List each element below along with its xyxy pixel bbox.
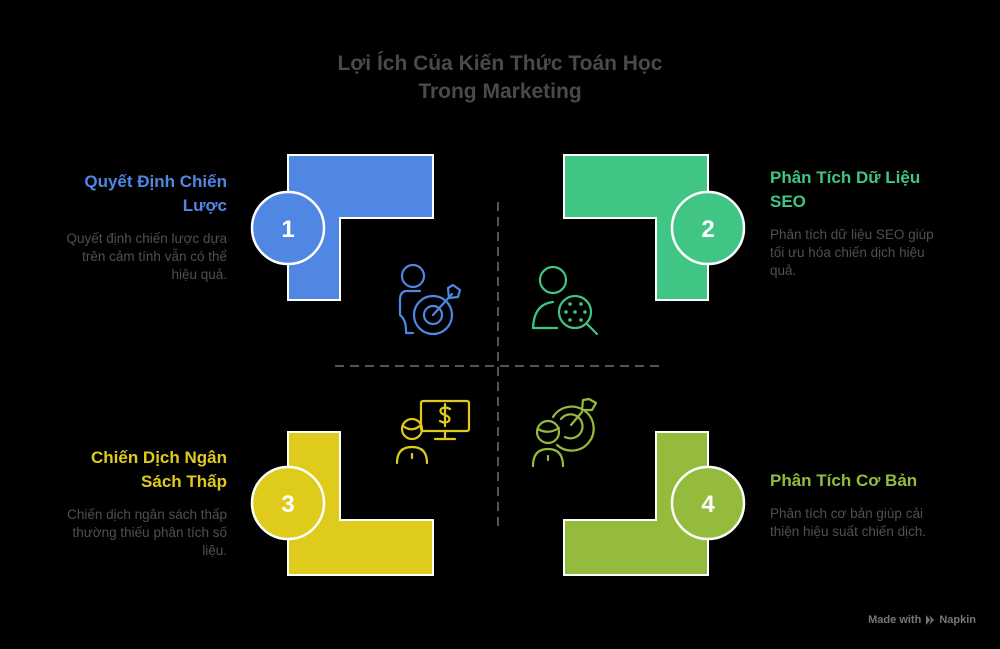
item-1-text: Quyết Định Chiến Lược Quyết định chiến l… [47, 170, 227, 284]
quadrant-shape-3: 3 [250, 431, 434, 576]
item-2-text: Phân Tích Dữ Liệu SEO Phân tích dữ liệu … [770, 166, 950, 280]
item-1-heading: Quyết Định Chiến Lược [84, 172, 227, 215]
item-4-text: Phân Tích Cơ Bản Phân tích cơ bản giúp c… [770, 469, 950, 541]
item-3-description: Chiến dịch ngân sách thấp thường thiếu p… [67, 507, 227, 558]
item-2-description: Phân tích dữ liệu SEO giúp tối ưu hóa ch… [770, 227, 934, 278]
item-1-description: Quyết định chiến lược dựa trên cảm tính … [66, 231, 227, 282]
number-1: 1 [281, 216, 294, 243]
number-badge-4 [670, 465, 746, 541]
made-with-napkin-watermark[interactable]: Made with Napkin [868, 614, 976, 626]
number-4: 4 [701, 491, 715, 518]
number-badge-2 [670, 190, 746, 266]
number-3: 3 [281, 491, 294, 518]
quadrant-shape-4: 4 [563, 431, 746, 576]
person-target-icon [398, 263, 462, 336]
quadrant-shape-1: 1 [250, 154, 434, 301]
item-4-heading: Phân Tích Cơ Bản [770, 471, 918, 490]
number-2: 2 [701, 216, 714, 243]
napkin-logo-icon [926, 615, 935, 625]
item-3-heading: Chiến Dịch Ngân Sách Thấp [90, 448, 227, 491]
item-2-heading: Phân Tích Dữ Liệu SEO [770, 168, 921, 211]
person-dollar-monitor-icon [395, 399, 471, 465]
number-badge-1 [250, 190, 326, 266]
watermark-brand: Napkin [939, 614, 976, 626]
person-target-icon-2 [531, 397, 598, 468]
person-magnifier-icon [531, 265, 599, 336]
quadrant-shape-2: 2 [563, 154, 746, 301]
title-line-1: Lợi Ích Của Kiến Thức Toán Học [337, 52, 663, 75]
number-badge-3 [250, 465, 326, 541]
item-3-text: Chiến Dịch Ngân Sách Thấp Chiến dịch ngâ… [47, 446, 227, 560]
item-4-description: Phân tích cơ bản giúp cải thiện hiệu suấ… [770, 506, 927, 539]
watermark-prefix: Made with [868, 614, 922, 626]
diagram-title: Lợi Ích Của Kiến Thức Toán Học Trong Mar… [250, 50, 750, 106]
title-line-2: Trong Marketing [418, 80, 582, 103]
